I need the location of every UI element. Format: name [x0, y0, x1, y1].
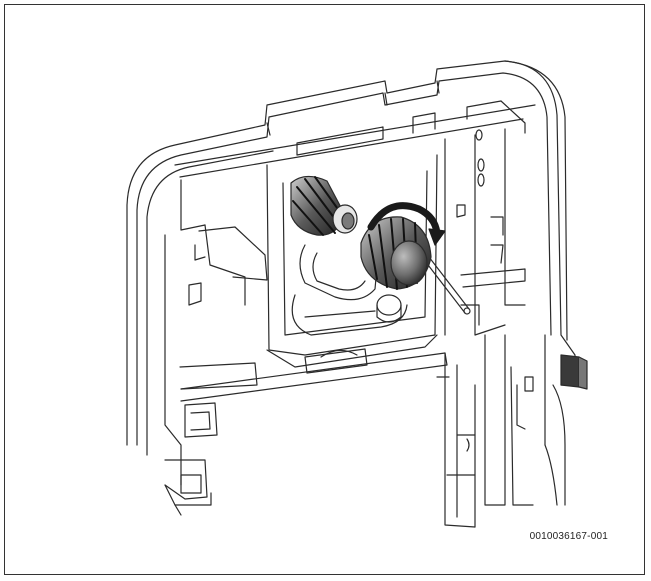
lower-frame	[180, 334, 566, 528]
figure-id-label: 0010036167-001	[529, 531, 608, 542]
connecting-rod	[424, 256, 471, 315]
appliance-housing-illustration	[126, 60, 588, 528]
threaded-bushing	[290, 175, 358, 236]
top-rail	[174, 80, 536, 178]
clockwise-arrow-icon	[367, 202, 446, 246]
right-side-wall	[444, 128, 534, 392]
control-knob	[360, 216, 432, 290]
hinge-bracket	[164, 484, 212, 516]
left-side-wall	[164, 179, 268, 500]
outer-housing-frame	[126, 60, 576, 456]
figure-frame: 0010036167-001	[4, 4, 645, 575]
side-connector	[560, 354, 588, 390]
